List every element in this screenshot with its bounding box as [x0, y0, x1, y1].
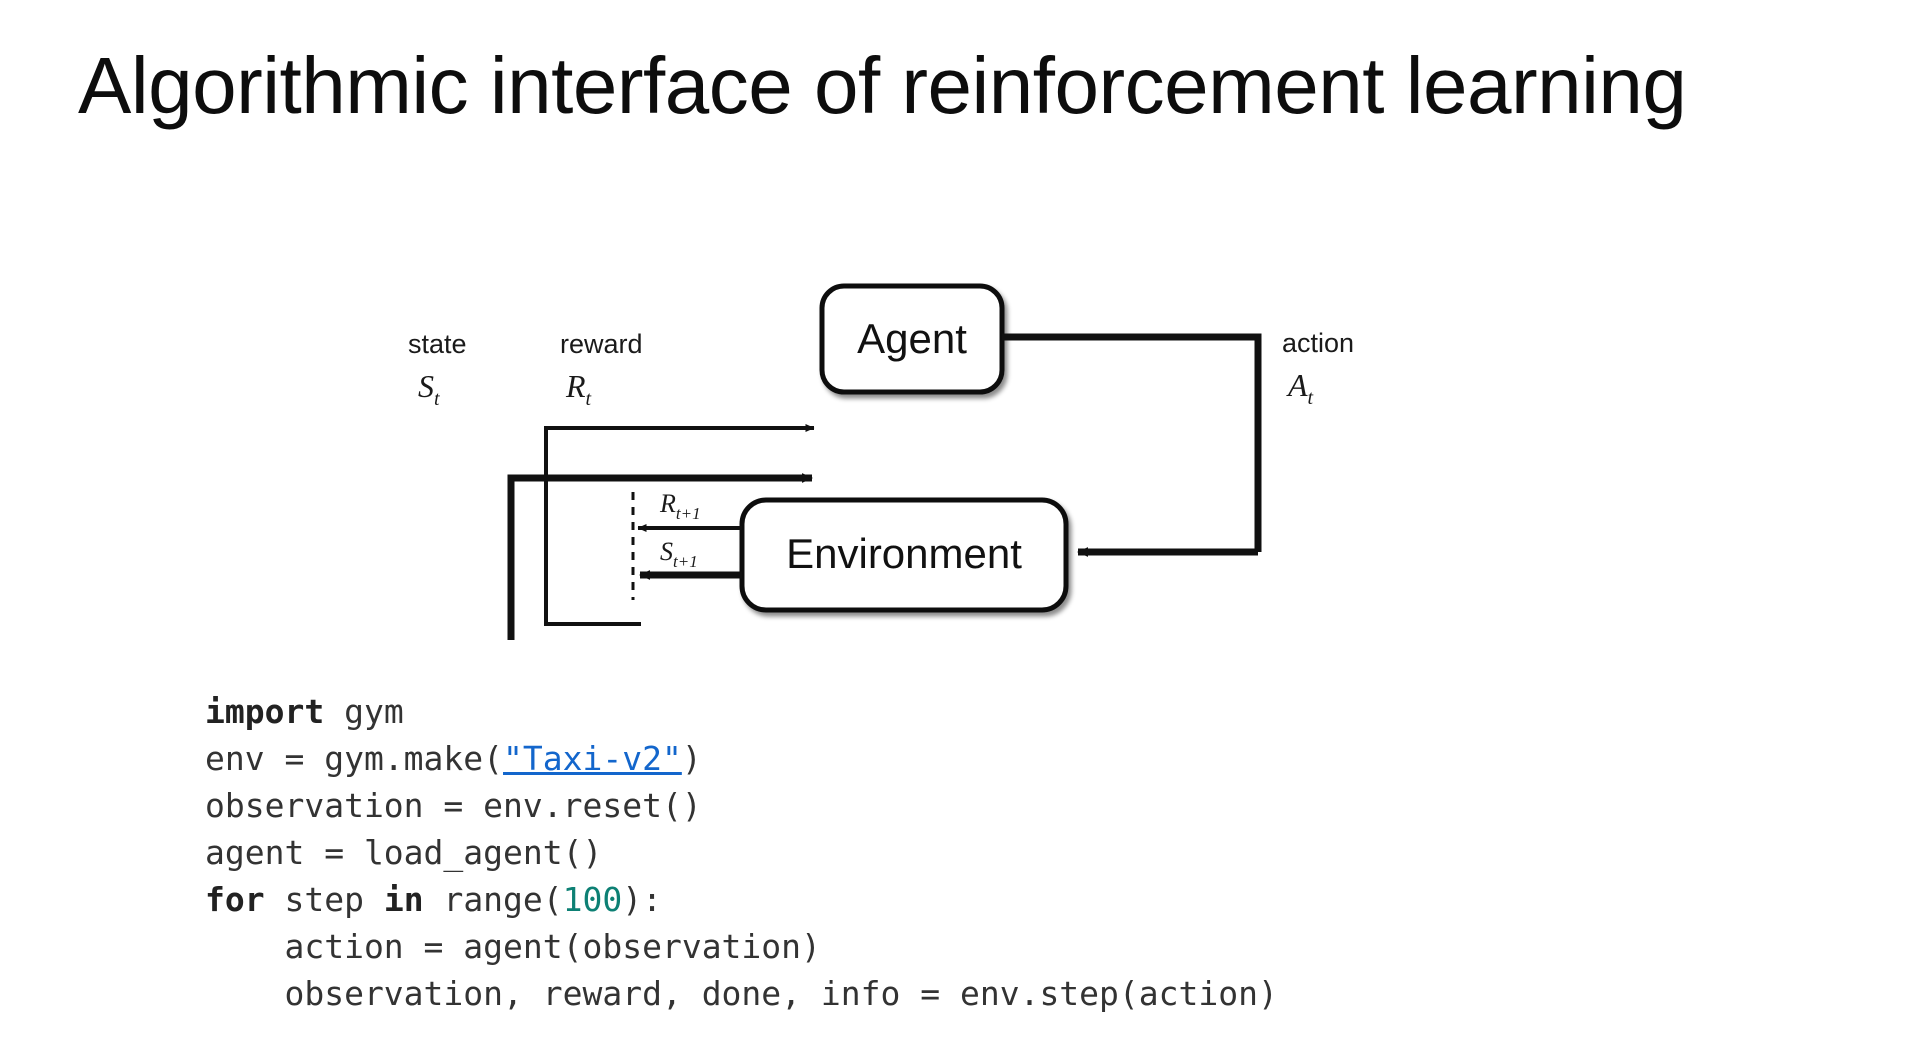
next-state-edge: St+1: [639, 537, 742, 580]
page-title: Algorithmic interface of reinforcement l…: [78, 41, 1687, 130]
code-line: observation, reward, done, info = env.st…: [205, 970, 1278, 1017]
action-symbol: At: [1286, 367, 1314, 409]
agent-node-label: Agent: [857, 315, 967, 362]
code-token-link[interactable]: "Taxi-v2": [503, 739, 682, 778]
environment-node-label: Environment: [786, 530, 1022, 577]
state-label: state: [408, 329, 467, 359]
state-edge: [507, 473, 813, 640]
state-symbol: St: [418, 368, 440, 410]
code-token-plain: action = agent(observation): [205, 927, 821, 966]
code-token-plain: step: [264, 880, 384, 919]
agent-environment-diagram: state St reward Rt Agent action At Envir…: [0, 200, 1920, 640]
next-reward-symbol: Rt+1: [659, 489, 701, 523]
code-token-plain: observation, reward, done, info = env.st…: [205, 974, 1278, 1013]
code-line: for step in range(100):: [205, 876, 1278, 923]
reward-edge: [544, 424, 815, 626]
next-reward-edge: Rt+1: [637, 489, 742, 532]
code-line: observation = env.reset(): [205, 782, 1278, 829]
code-token-plain: observation = env.reset(): [205, 786, 702, 825]
environment-node: Environment: [739, 497, 1069, 613]
reward-symbol: Rt: [565, 368, 592, 410]
code-token-plain: ): [681, 739, 702, 778]
code-token-plain: ):: [622, 880, 663, 919]
code-token-plain: range(: [423, 880, 563, 919]
action-label: action: [1282, 328, 1354, 358]
code-token-number: 100: [562, 880, 623, 919]
next-state-symbol: St+1: [660, 537, 698, 571]
code-line: import gym: [205, 688, 1278, 735]
agent-node: Agent: [819, 283, 1005, 395]
code-token-plain: env = gym.make(: [205, 739, 504, 778]
code-token-plain: agent = load_agent(): [205, 833, 603, 872]
code-line: env = gym.make("Taxi-v2"): [205, 735, 1278, 782]
code-token-plain: gym: [324, 692, 404, 731]
code-line: agent = load_agent(): [205, 829, 1278, 876]
code-token-keyword: in: [383, 880, 424, 919]
action-edge: [1002, 333, 1262, 557]
code-line: action = agent(observation): [205, 923, 1278, 970]
code-token-keyword: for: [205, 880, 265, 919]
code-token-keyword: import: [205, 692, 325, 731]
reward-label: reward: [560, 329, 643, 359]
